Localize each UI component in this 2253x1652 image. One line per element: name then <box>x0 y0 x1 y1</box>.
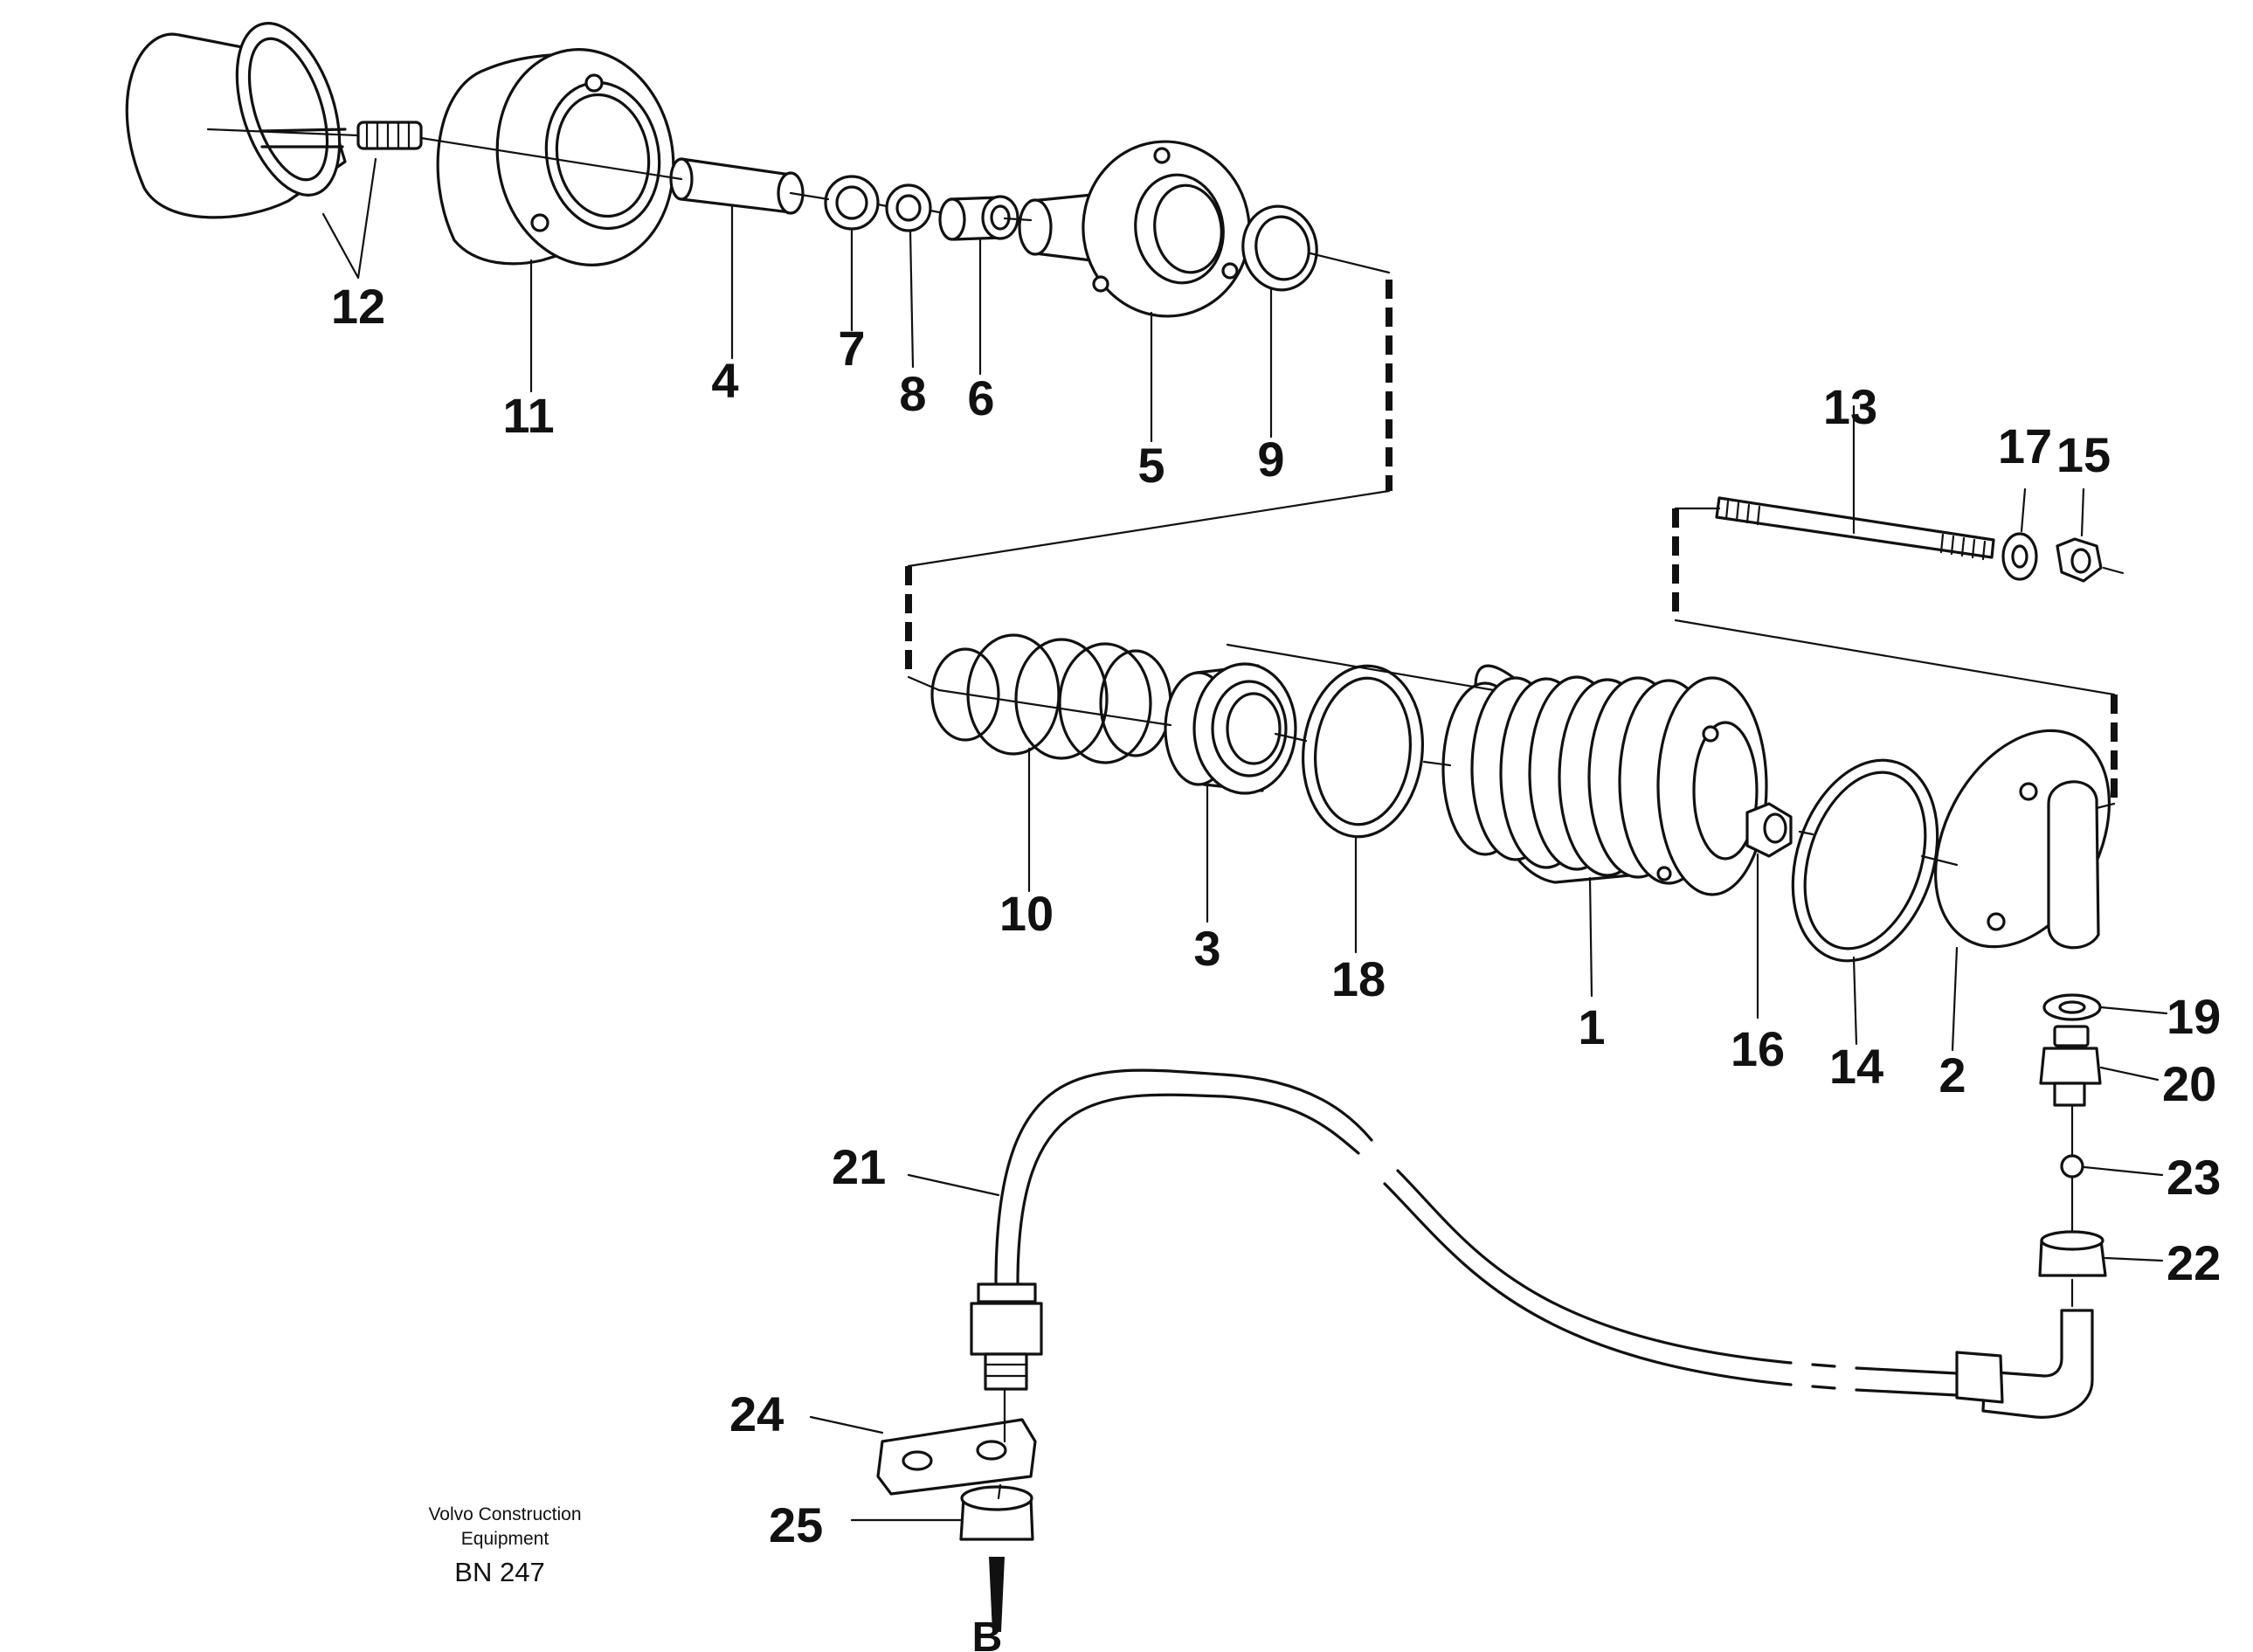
label-part-9: 9 <box>1257 432 1284 487</box>
part-7-washer <box>824 175 880 231</box>
part-2-end-plate <box>1934 729 2111 950</box>
part-18-seal-ring <box>1302 664 1424 839</box>
view-b-arrow <box>989 1557 1005 1632</box>
label-part-5: 5 <box>1137 438 1165 493</box>
hose-fitting-lower <box>970 1282 1043 1391</box>
part-9-o-ring <box>1241 204 1318 292</box>
label-part-3: 3 <box>1193 921 1220 976</box>
label-part-7: 7 <box>838 321 865 376</box>
part-6-bushing <box>938 195 1019 241</box>
part-19-washer <box>2042 993 2102 1021</box>
connector-line-stud <box>1674 507 2116 696</box>
footer-code: BN 247 <box>454 1557 544 1587</box>
part-12-stud-bolt <box>356 121 423 150</box>
label-part-17: 17 <box>1998 418 2052 473</box>
part-20-adapter <box>2039 1025 2102 1107</box>
label-part-11: 11 <box>502 388 554 443</box>
label-part-14: 14 <box>1829 1039 1883 1094</box>
part-8-washer <box>885 183 932 232</box>
label-part-8: 8 <box>899 366 926 421</box>
part-5-flanged-cover <box>1018 140 1251 318</box>
label-part-16: 16 <box>1731 1021 1785 1076</box>
label-part-1: 1 <box>1578 999 1605 1054</box>
label-part-12: 12 <box>331 279 385 334</box>
top-assembly-axis <box>206 128 1391 274</box>
fitting-axis-lower <box>997 1387 1006 1500</box>
part-22-nut <box>2038 1230 2107 1277</box>
part-3-piston <box>1164 662 1297 795</box>
connector-line-top <box>907 489 1391 568</box>
label-part-23: 23 <box>2167 1150 2221 1205</box>
label-part-25: 25 <box>769 1497 823 1552</box>
part-11-flange-housing <box>436 48 675 266</box>
connector-line-middle <box>907 675 941 692</box>
part-17-washer <box>2001 532 2038 581</box>
part-23-ball <box>2060 1154 2084 1179</box>
label-part-24: 24 <box>729 1386 784 1441</box>
part-13-long-stud <box>1715 496 1995 561</box>
part-12-cup-housing <box>125 22 347 219</box>
part-16-nut <box>1745 802 1793 858</box>
label-part-13: 13 <box>1823 379 1877 434</box>
connector-line-stud-end <box>2095 802 2116 810</box>
part-4-sleeve <box>669 157 805 215</box>
label-view-b: B <box>972 1614 1003 1652</box>
reference-line-upper <box>1226 643 1496 692</box>
label-part-6: 6 <box>967 370 994 425</box>
elbow-fitting <box>1955 1309 2094 1419</box>
label-part-20: 20 <box>2162 1056 2216 1111</box>
part-labels: 12 11 4 7 8 6 5 9 13 17 15 10 3 18 1 16 … <box>331 279 2221 1652</box>
part-14-ring <box>1791 758 1939 963</box>
label-part-10: 10 <box>999 886 1054 941</box>
footer-company-line2: Equipment <box>461 1529 549 1549</box>
part-25-nut <box>959 1485 1034 1541</box>
part-24-bracket <box>876 1418 1037 1496</box>
label-part-22: 22 <box>2167 1235 2221 1290</box>
label-part-21: 21 <box>832 1139 886 1194</box>
leader-lines <box>321 157 2168 1522</box>
label-part-19: 19 <box>2167 989 2221 1044</box>
footer-block: Volvo Construction Equipment BN 247 <box>428 1504 581 1587</box>
label-part-15: 15 <box>2056 427 2111 482</box>
middle-assembly-axis <box>937 688 1959 867</box>
part-21-hose <box>994 1068 1959 1397</box>
label-part-2: 2 <box>1939 1047 1966 1102</box>
footer-company-line1: Volvo Construction <box>428 1504 581 1524</box>
part-1-bellows <box>1441 664 1768 896</box>
label-part-18: 18 <box>1331 951 1386 1006</box>
part-10-spring <box>930 633 1172 764</box>
label-part-4: 4 <box>711 353 738 408</box>
part-15-nut <box>2056 537 2125 583</box>
